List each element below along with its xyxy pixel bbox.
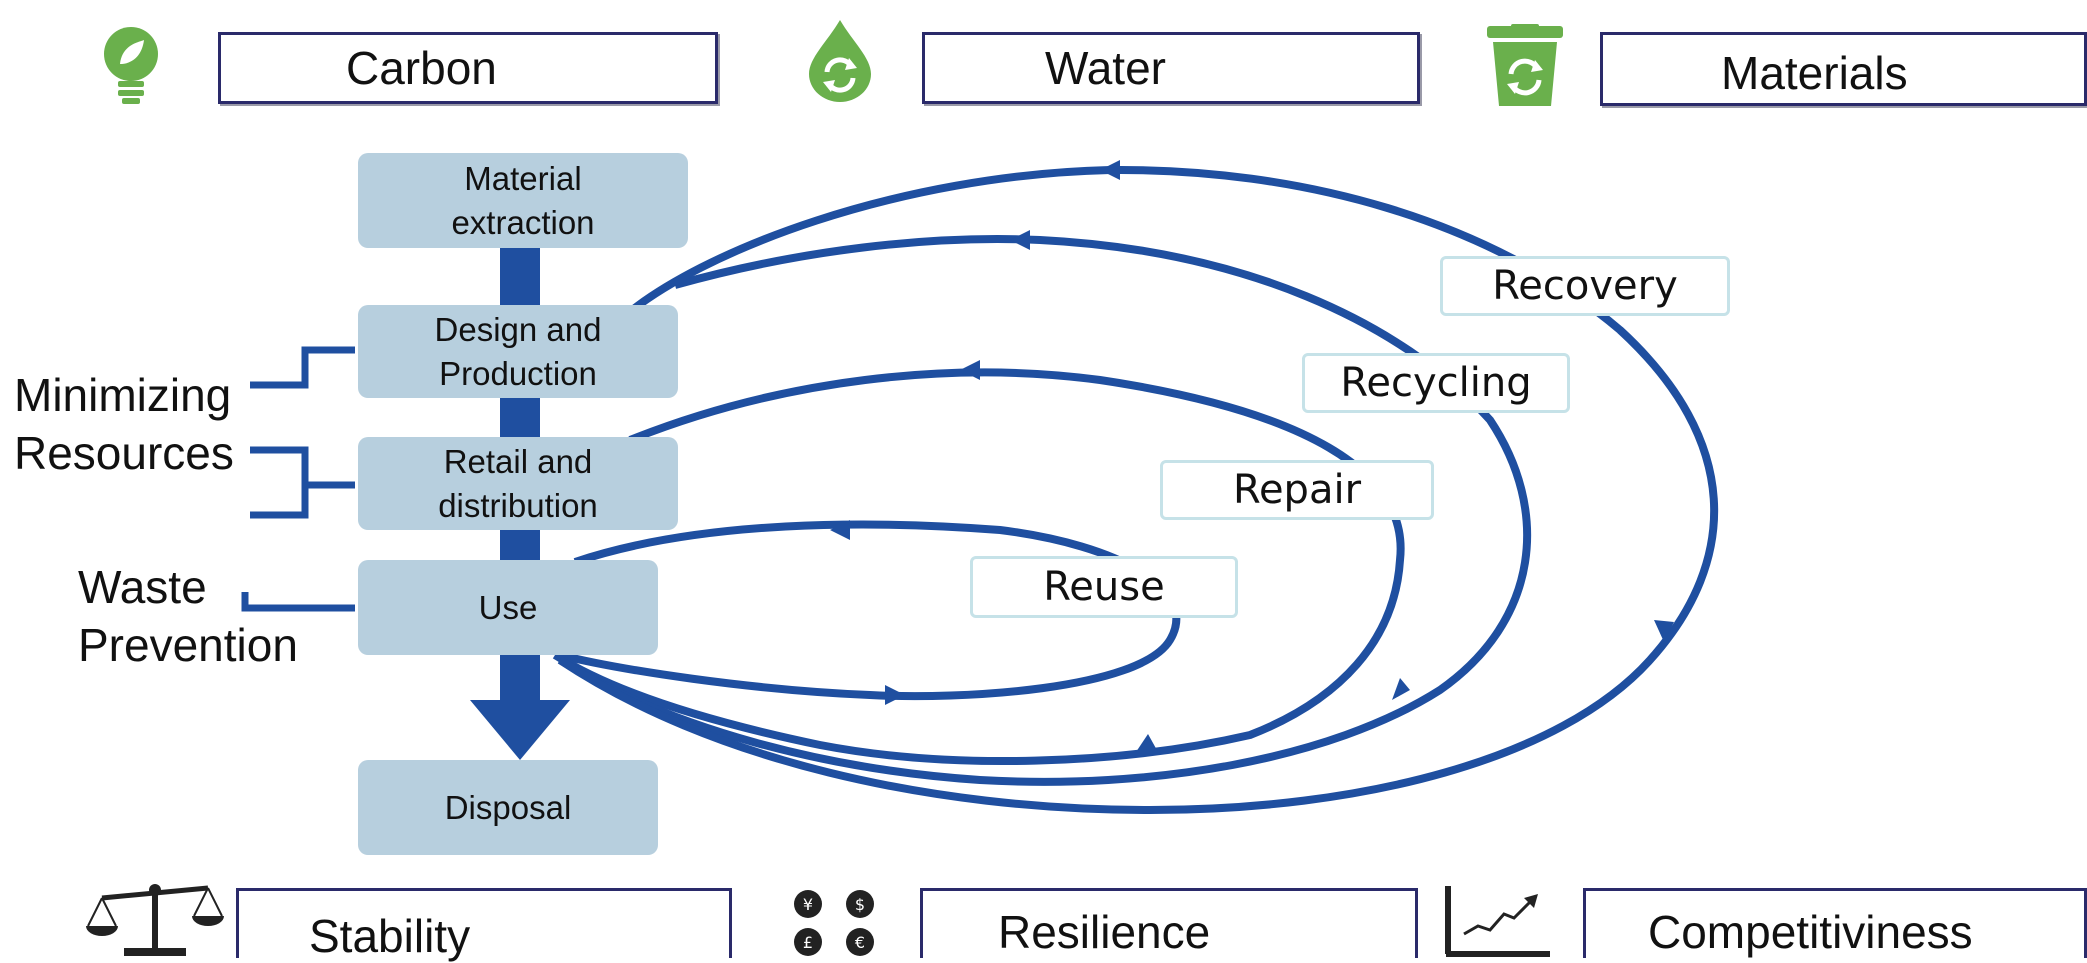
loop-label-repair: Repair <box>1160 460 1434 520</box>
minimizing-resources-bracket <box>250 346 355 519</box>
resilience-label-box: Resilience <box>920 888 1418 958</box>
recycling-loop <box>557 230 1532 786</box>
waste-prevention-label: Waste Prevention <box>78 561 298 671</box>
stage-material-extraction: Material extraction <box>358 153 688 248</box>
materials-label-box: Materials <box>1600 32 2087 106</box>
competitiveness-label: Competitiviness <box>1648 905 1973 958</box>
svg-text:$: $ <box>855 895 865 914</box>
svg-text:€: € <box>855 933 865 952</box>
minimizing-resources-label: Minimizing Resources <box>14 369 234 479</box>
stage-disposal: Disposal <box>358 760 658 855</box>
lightbulb-leaf-icon <box>100 24 162 106</box>
loop-label-reuse: Reuse <box>970 556 1238 618</box>
loop-label-recovery: Recovery <box>1440 256 1730 316</box>
competitiveness-label-box: Competitiviness <box>1583 888 2087 958</box>
resilience-label: Resilience <box>998 905 1211 958</box>
main-flow-arrowhead <box>470 700 570 760</box>
loop-label-recycling: Recycling <box>1302 353 1570 413</box>
repair-loop <box>552 360 1405 766</box>
currency-coins-icon: ¥ $ £ € <box>780 888 888 958</box>
stage-design-production: Design and Production <box>358 305 678 398</box>
stability-label-box: Stability <box>236 888 732 962</box>
water-drop-recycle-icon <box>805 18 875 102</box>
balance-scale-icon <box>84 878 226 958</box>
carbon-label-box: Carbon <box>218 32 718 104</box>
svg-text:£: £ <box>803 933 813 952</box>
rising-chart-icon <box>1442 884 1552 958</box>
stage-use: Use <box>358 560 658 655</box>
carbon-label: Carbon <box>346 42 497 94</box>
water-label-box: Water <box>922 32 1420 104</box>
waste-prevention-bracket <box>241 592 355 612</box>
stability-label: Stability <box>309 909 471 962</box>
recovery-loop <box>557 160 1719 815</box>
stage-retail-distribution: Retail and distribution <box>358 437 678 530</box>
recycle-bin-icon <box>1483 24 1567 108</box>
svg-text:¥: ¥ <box>803 895 813 914</box>
reuse-loop <box>559 520 1181 705</box>
water-label: Water <box>1045 42 1166 94</box>
materials-label: Materials <box>1721 47 1908 99</box>
